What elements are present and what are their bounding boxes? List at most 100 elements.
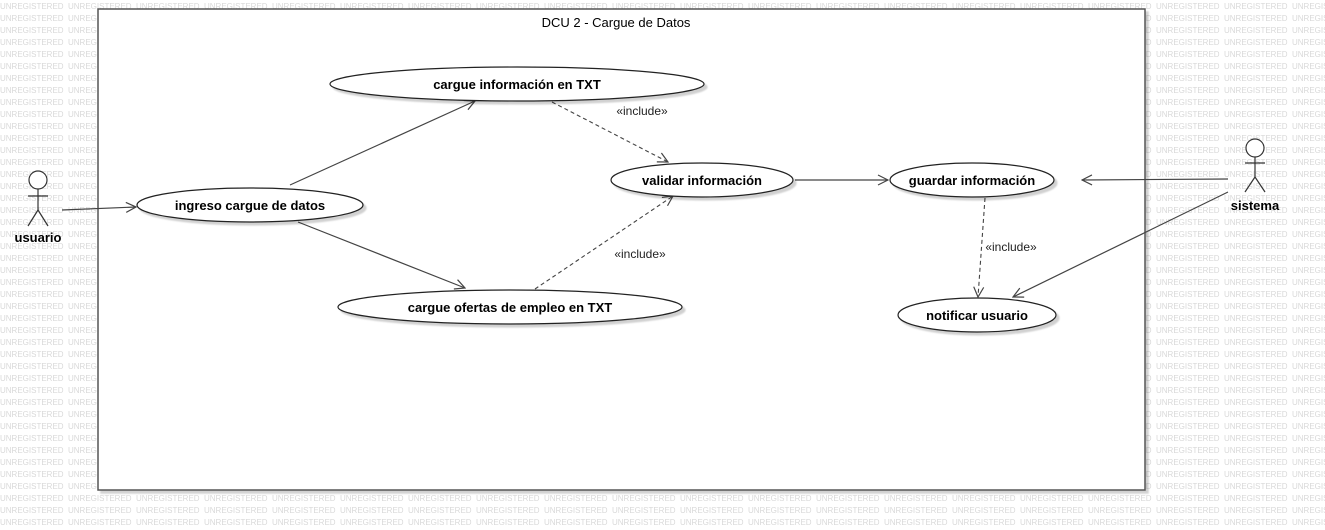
watermark-text: UNREGISTERED (340, 518, 404, 527)
watermark-text: UNREGISTERED (1156, 26, 1220, 35)
watermark-text: UNREGISTERED (68, 2, 132, 11)
watermark-text: UNREGISTERED (1156, 446, 1220, 455)
watermark-text: UNREGISTERED (476, 506, 540, 515)
use-case-cargue-ofertas-label: cargue ofertas de empleo en TXT (408, 300, 613, 315)
watermark-text: UNREGISTERED (1224, 374, 1288, 383)
watermark-text: UNREGISTERED (1156, 386, 1220, 395)
watermark-text: UNREGISTERED (1224, 362, 1288, 371)
watermark-text: UNREGISTERED (1088, 2, 1152, 11)
actor-usuario-head (28, 170, 48, 190)
watermark-text: UNREGISTERED (1156, 350, 1220, 359)
watermark-text: UNREGISTERED (1292, 446, 1325, 455)
watermark-text: UNREGISTERED (1224, 338, 1288, 347)
watermark-text: UNREGISTERED (1156, 302, 1220, 311)
watermark-text: UNREGISTERED (1156, 398, 1220, 407)
watermark-text: UNREGISTERED (476, 518, 540, 527)
watermark-text: UNREGISTERED (0, 302, 64, 311)
use-case-guardar-label: guardar información (909, 173, 1035, 188)
watermark-text: UNREGISTERED (1292, 194, 1325, 203)
watermark-text: UNREGISTERED (1292, 326, 1325, 335)
watermark-text: UNREGISTERED (0, 434, 64, 443)
watermark-text: UNREGISTERED (952, 2, 1016, 11)
watermark-text: UNREGISTERED (1156, 230, 1220, 239)
use-case-validar[interactable]: validar información (610, 162, 794, 198)
watermark-text: UNREGISTERED (612, 518, 676, 527)
watermark-text: UNREGISTERED (1292, 302, 1325, 311)
assoc-ingreso-cargue-ofertas (297, 221, 465, 288)
use-case-notificar-shape (897, 297, 1057, 333)
watermark-text: UNREGISTERED (1224, 74, 1288, 83)
watermark-text: UNREGISTERED (1156, 182, 1220, 191)
watermark-text: UNREGISTERED (1224, 290, 1288, 299)
watermark-text: UNREGISTERED (1156, 14, 1220, 23)
watermark-text: UNREGISTERED (1292, 206, 1325, 215)
watermark-text: UNREGISTERED (1224, 482, 1288, 491)
watermark-text: UNREGISTERED (408, 506, 472, 515)
watermark-text: UNREGISTERED (816, 518, 880, 527)
watermark-text: UNREGISTERED (1292, 470, 1325, 479)
include-cargue-info-validar (551, 101, 668, 162)
use-case-notificar[interactable]: notificar usuario (897, 297, 1057, 333)
use-case-ingreso[interactable]: ingreso cargue de datos (136, 187, 364, 223)
watermark-text: UNREGISTERED (1292, 98, 1325, 107)
watermark-text: UNREGISTERED (1292, 134, 1325, 143)
watermark-text: UNREGISTERED (612, 506, 676, 515)
watermark-text: UNREGISTERED (1292, 518, 1325, 527)
actor-usuario[interactable] (27, 170, 49, 227)
watermark-text: UNREGISTERED (0, 134, 64, 143)
watermark-text: UNREGISTERED (884, 506, 948, 515)
watermark-text: UNREGISTERED (1156, 338, 1220, 347)
watermark-text: UNREGISTERED (748, 518, 812, 527)
watermark-text: UNREGISTERED (1224, 50, 1288, 59)
watermark-text: UNREGISTERED (1224, 314, 1288, 323)
use-case-guardar[interactable]: guardar información (889, 162, 1055, 198)
watermark-text: UNREGISTERED (1156, 218, 1220, 227)
include-label-3: «include» (985, 240, 1037, 254)
watermark-text: UNREGISTERED (1156, 422, 1220, 431)
watermark-text: UNREGISTERED (816, 506, 880, 515)
watermark-text: UNREGISTERED (1292, 434, 1325, 443)
watermark-text: UNREGISTERED (1156, 494, 1220, 503)
watermark-text: UNREGISTERED (136, 518, 200, 527)
watermark-text: UNREGISTERED (0, 50, 64, 59)
watermark-text: UNREGISTERED (204, 506, 268, 515)
watermark-text: UNREGISTERED (952, 494, 1016, 503)
watermark-text: UNREGISTERED (0, 86, 64, 95)
watermark-text: UNREGISTERED (816, 2, 880, 11)
watermark-text: UNREGISTERED (1224, 434, 1288, 443)
use-case-cargue-ofertas[interactable]: cargue ofertas de empleo en TXT (337, 289, 683, 325)
watermark-text: UNREGISTERED (0, 218, 64, 227)
watermark-text: UNREGISTERED (1292, 182, 1325, 191)
watermark-text: UNREGISTERED (1224, 506, 1288, 515)
watermark-text: UNREGISTERED (1292, 158, 1325, 167)
watermark-text: UNREGISTERED (1292, 122, 1325, 131)
watermark-text: UNREGISTERED (680, 506, 744, 515)
watermark-text: UNREGISTERED (1224, 110, 1288, 119)
watermark-text: UNREGISTERED (1156, 242, 1220, 251)
watermark-text: UNREGISTERED (1292, 458, 1325, 467)
watermark-text: UNREGISTERED (1292, 314, 1325, 323)
watermark-text: UNREGISTERED (748, 2, 812, 11)
use-case-cargue-info[interactable]: cargue información en TXT (329, 66, 705, 102)
watermark-text: UNREGISTERED (340, 494, 404, 503)
watermark-text: UNREGISTERED (204, 2, 268, 11)
watermark-text: UNREGISTERED (544, 506, 608, 515)
watermark-text: UNREGISTERED (1224, 194, 1288, 203)
watermark-text: UNREGISTERED (1224, 62, 1288, 71)
watermark-text: UNREGISTERED (1292, 242, 1325, 251)
watermark-text: UNREGISTERED (0, 494, 64, 503)
assoc-ingreso-cargue-info (289, 101, 475, 186)
watermark-text: UNREGISTERED (1156, 458, 1220, 467)
watermark-text: UNREGISTERED (1224, 326, 1288, 335)
actor-sistema[interactable] (1244, 138, 1266, 193)
watermark-text: UNREGISTERED (476, 2, 540, 11)
watermark-text: UNREGISTERED (1156, 482, 1220, 491)
watermark-text: UNREGISTERED (0, 398, 64, 407)
watermark-text: UNREGISTERED (1292, 230, 1325, 239)
watermark-text: UNREGISTERED (1292, 290, 1325, 299)
watermark-text: UNREGISTERED (1088, 506, 1152, 515)
watermark-text: UNREGISTERED (0, 386, 64, 395)
assoc-sistema-notificar (1013, 191, 1229, 297)
watermark-text: UNREGISTERED (1156, 434, 1220, 443)
watermark-text: UNREGISTERED (1292, 266, 1325, 275)
